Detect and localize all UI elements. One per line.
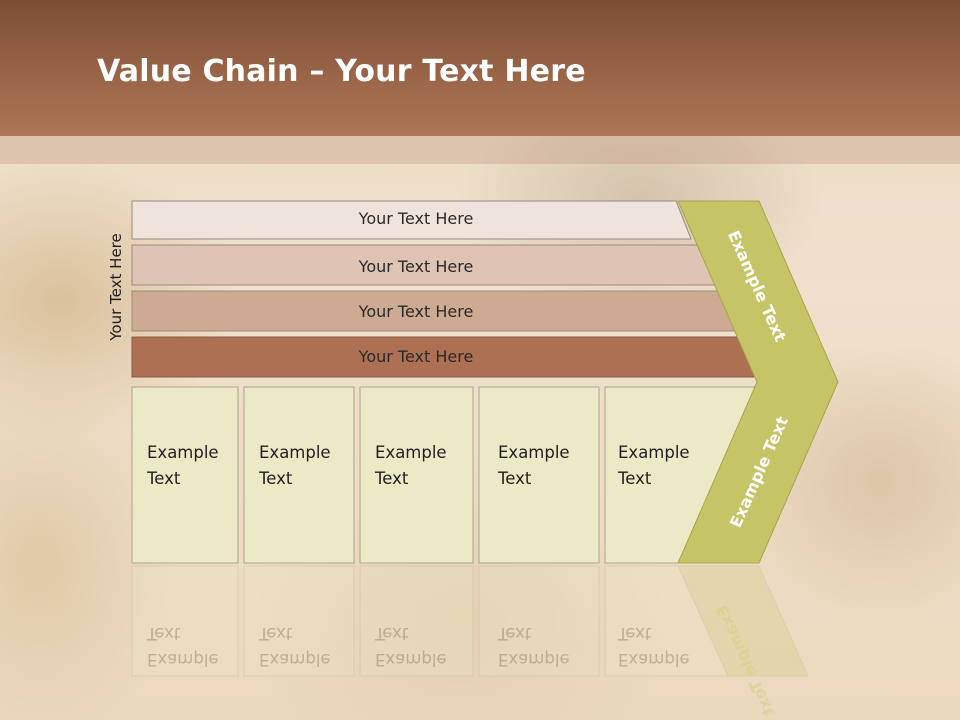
title-bar [0,0,960,136]
bar-1-shape[interactable] [131,200,692,240]
box-3-label: Example Text [375,443,447,488]
chevron-arrow-shape[interactable] [677,200,839,564]
box-2-shape[interactable] [243,386,355,564]
bar-3-label: Your Text Here [358,302,474,321]
box-2-label: Example Text [259,443,331,488]
side-label[interactable]: Your Text Here [107,233,125,341]
box-5-label: Example Text [618,443,690,488]
diagram-reflection [131,565,809,677]
box-1-shape[interactable] [131,386,239,564]
slide-title-rest: – Your Text Here [298,54,586,89]
slide-title[interactable]: Value Chain – Your Text Here [97,54,586,89]
bar-2-label: Your Text Here [358,257,474,276]
bar-1-label: Your Text Here [358,209,474,228]
slide-title-bold: Value Chain [97,54,299,89]
bar-4-label: Your Text Here [358,347,474,366]
box-3-shape[interactable] [359,386,474,564]
box-1-label: Example Text [147,443,219,488]
box-4-label: Example Text [498,443,570,488]
title-bar-shadow [0,136,960,164]
box-4-shape[interactable] [478,386,600,564]
